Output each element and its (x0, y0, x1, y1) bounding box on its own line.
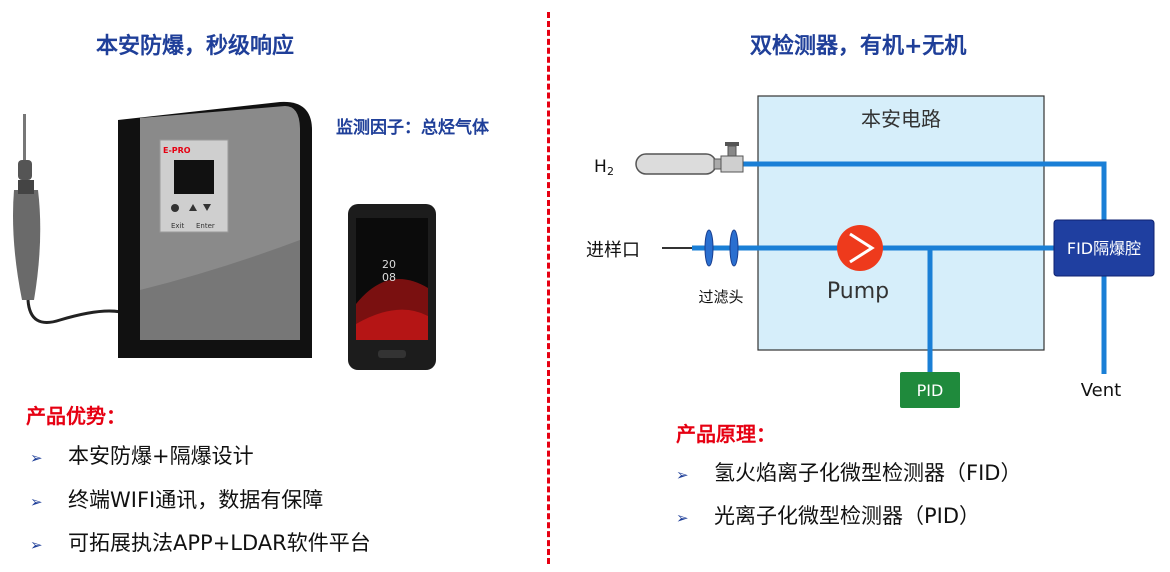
arrow-bullet-icon: ➢ (30, 536, 43, 554)
principle-item: ➢光离子化微型检测器（PID） (676, 504, 981, 528)
handheld-phone-illustration: 20 08 (348, 204, 436, 370)
vent-label: Vent (1081, 380, 1121, 401)
h2-label: H (594, 157, 607, 177)
exit-button: Exit (171, 222, 185, 230)
principle-title: 产品原理： (676, 422, 776, 446)
power-button-icon (171, 204, 179, 212)
advantage-item: ➢本安防爆+隔爆设计 (30, 444, 254, 468)
arrow-bullet-icon: ➢ (676, 509, 689, 527)
down-arrow-icon (203, 204, 211, 211)
monitoring-factor-label: 监测因子：总烃气体 (336, 118, 489, 138)
intrinsic-safety-circuit-box (757, 95, 1045, 351)
pid-label: PID (917, 381, 944, 400)
detector-device-illustration: E-PRO Exit Enter (13, 101, 312, 358)
filter-label: 过滤头 (698, 288, 743, 306)
right-title: 双检测器，有机+无机 (750, 34, 967, 59)
h2-subscript: 2 (607, 165, 614, 178)
left-title: 本安防爆，秒级响应 (96, 34, 295, 59)
circuit-box-label: 本安电路 (861, 107, 941, 131)
phone-time-hour: 20 (382, 258, 396, 271)
fid-label: FID隔爆腔 (1067, 239, 1141, 258)
arrow-bullet-icon: ➢ (676, 466, 689, 484)
advantages-title: 产品优势： (26, 404, 126, 428)
phone-time-minute: 08 (382, 271, 396, 284)
advantage-item: ➢终端WIFI通讯，数据有保障 (30, 488, 324, 512)
pump-icon (837, 225, 883, 271)
panel-divider (547, 12, 550, 564)
principle-item: ➢氢火焰离子化微型检测器（FID） (676, 461, 1022, 485)
device-screen (174, 160, 214, 194)
pump-label: Pump (827, 279, 889, 304)
inlet-label: 进样口 (586, 240, 640, 261)
arrow-bullet-icon: ➢ (30, 493, 43, 511)
up-arrow-icon (189, 204, 197, 211)
gas-probe-icon (13, 114, 131, 324)
flow-diagram: 本安电路 H 2 进样口 过滤头 Pump FID隔爆腔 PID Vent (586, 95, 1155, 408)
advantage-item: ➢可拓展执法APP+LDAR软件平台 (30, 531, 371, 555)
h2-cylinder-icon (635, 153, 725, 175)
arrow-bullet-icon: ➢ (30, 449, 43, 467)
enter-button: Enter (196, 222, 215, 230)
device-housing: E-PRO Exit Enter (118, 101, 312, 358)
fid-chamber (1053, 219, 1155, 277)
filter-icon (704, 229, 739, 267)
device-brand: E-PRO (163, 146, 191, 155)
valve-icon (720, 142, 744, 173)
pid-detector (900, 372, 960, 408)
